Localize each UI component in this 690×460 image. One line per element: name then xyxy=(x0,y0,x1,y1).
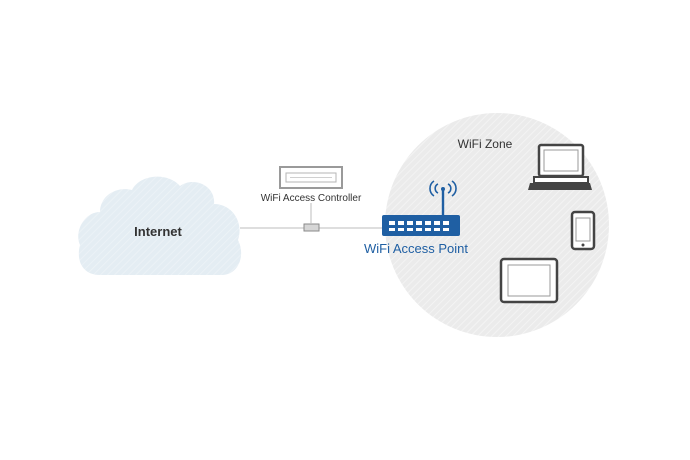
controller-label: WiFi Access Controller xyxy=(261,193,362,204)
server-rack-icon xyxy=(279,166,343,189)
access-point-label: WiFi Access Point xyxy=(364,241,468,256)
wifi-zone-label: WiFi Zone xyxy=(458,137,513,151)
laptop-icon xyxy=(528,143,592,190)
internet-label: Internet xyxy=(134,224,182,239)
link-connector xyxy=(303,223,320,232)
wifi-router-icon xyxy=(382,180,460,236)
smartphone-icon xyxy=(570,210,596,251)
tablet-icon xyxy=(499,257,559,304)
cloud-icon xyxy=(78,176,242,275)
